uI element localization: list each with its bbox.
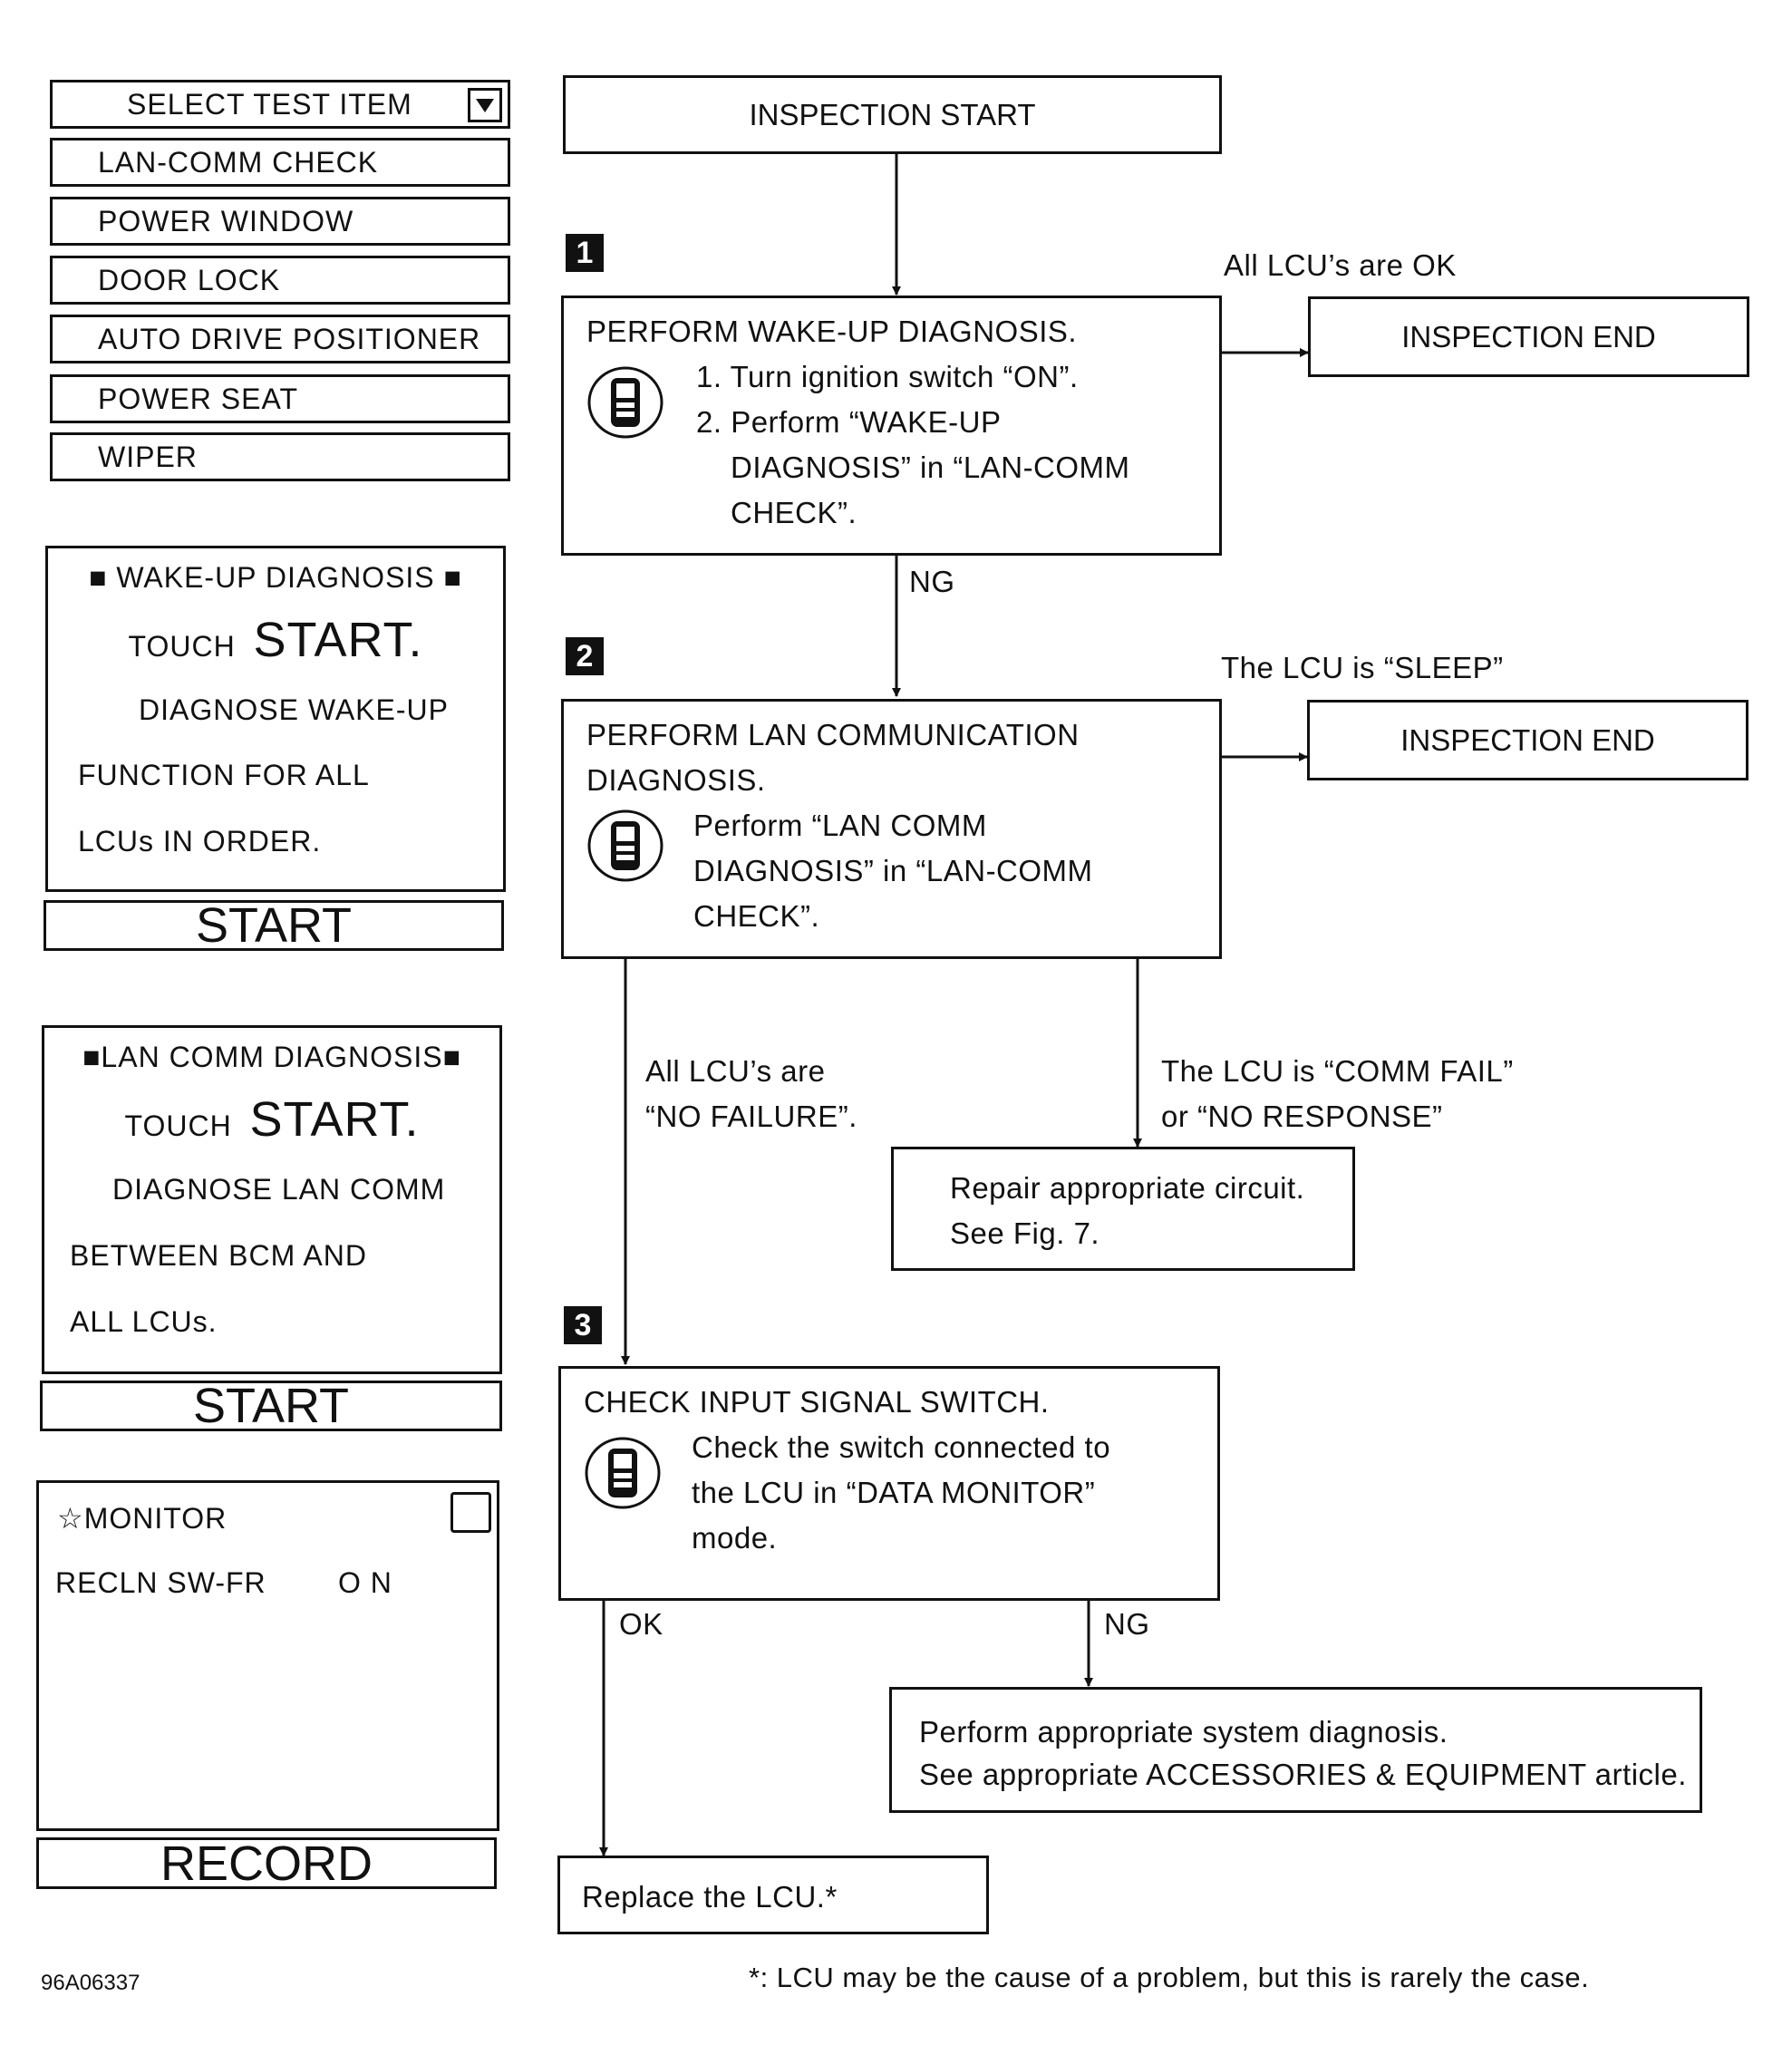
no-failure-label-line-2: “NO FAILURE”.	[645, 1100, 857, 1133]
lan-screen-header: ■LAN COMM DIAGNOSIS■	[82, 1041, 461, 1073]
lan-start-button[interactable]: START	[40, 1379, 502, 1433]
inspection-start-box: INSPECTION START	[563, 75, 1222, 154]
select-test-item-header[interactable]: SELECT TEST ITEM	[50, 80, 510, 129]
menu-item-wiper[interactable]: WIPER	[50, 432, 510, 481]
wakeup-start-button[interactable]: START	[44, 898, 504, 953]
step-number-1: 1	[566, 234, 604, 272]
inspection-end-box-1: INSPECTION END	[1308, 296, 1749, 377]
perform-line-2: See appropriate ACCESSORIES & EQUIPMENT …	[919, 1758, 1687, 1791]
monitor-checkbox[interactable]	[450, 1492, 491, 1533]
monitor-header: ☆MONITOR	[57, 1502, 228, 1535]
perform-system-diagnosis-box: Perform appropriate system diagnosis. Se…	[889, 1687, 1702, 1813]
step2-lan-comm-diagnosis-box: PERFORM LAN COMMUNICATION DIAGNOSIS. Per…	[561, 699, 1222, 959]
consult-tester-icon	[587, 366, 664, 439]
wakeup-touch-start: TOUCH START.	[128, 613, 423, 667]
lcu-sleep-label: The LCU is “SLEEP”	[1221, 651, 1504, 684]
replace-lcu-text: Replace the LCU.*	[582, 1880, 838, 1914]
monitor-row-value: O N	[338, 1566, 392, 1599]
wakeup-diagnosis-screen: ■ WAKE-UP DIAGNOSIS ■ TOUCH START. DIAGN…	[45, 546, 506, 892]
menu-item-power-window[interactable]: POWER WINDOW	[50, 197, 510, 246]
step2-line-5: CHECK”.	[693, 899, 820, 933]
consult-tester-icon	[585, 1437, 661, 1509]
perform-line-1: Perform appropriate system diagnosis.	[919, 1715, 1448, 1749]
monitor-row-label: RECLN SW-FR	[55, 1566, 266, 1599]
consult-tester-icon	[587, 809, 664, 882]
repair-circuit-box: Repair appropriate circuit. See Fig. 7.	[891, 1147, 1355, 1271]
menu-item-auto-drive-positioner[interactable]: AUTO DRIVE POSITIONER	[50, 315, 510, 363]
comm-fail-label-line-2: or “NO RESPONSE”	[1161, 1100, 1443, 1133]
wakeup-line-1: DIAGNOSE WAKE-UP	[139, 693, 449, 726]
step1-line-2: 1. Turn ignition switch “ON”.	[696, 360, 1079, 393]
step3-check-input-switch-box: CHECK INPUT SIGNAL SWITCH. Check the swi…	[558, 1366, 1220, 1601]
menu-item-door-lock[interactable]: DOOR LOCK	[50, 256, 510, 305]
all-lcus-ok-label: All LCU’s are OK	[1224, 248, 1457, 282]
select-test-item-label: SELECT TEST ITEM	[127, 87, 412, 121]
ok-label-3: OK	[619, 1607, 664, 1641]
repair-line-2: See Fig. 7.	[950, 1216, 1100, 1250]
ng-label-1: NG	[909, 565, 955, 598]
lan-comm-diagnosis-screen: ■LAN COMM DIAGNOSIS■ TOUCH START. DIAGNO…	[42, 1025, 502, 1374]
step1-line-3: 2. Perform “WAKE-UP	[696, 405, 1002, 439]
step-number-3: 3	[564, 1306, 602, 1344]
menu-item-lan-comm-check[interactable]: LAN-COMM CHECK	[50, 138, 510, 187]
comm-fail-label-line-1: The LCU is “COMM FAIL”	[1161, 1054, 1514, 1088]
step2-line-3: Perform “LAN COMM	[693, 809, 987, 842]
step3-line-4: mode.	[692, 1521, 778, 1555]
step2-line-2: DIAGNOSIS.	[586, 763, 766, 797]
wakeup-line-3: LCUs IN ORDER.	[78, 825, 322, 858]
no-failure-label-line-1: All LCU’s are	[645, 1054, 826, 1088]
step1-line-5: CHECK”.	[731, 496, 857, 529]
wakeup-line-2: FUNCTION FOR ALL	[78, 759, 370, 791]
lan-touch-start: TOUCH START.	[124, 1092, 420, 1147]
step3-line-3: the LCU in “DATA MONITOR”	[692, 1476, 1096, 1509]
dropdown-arrow-icon[interactable]	[468, 88, 502, 122]
step1-line-4: DIAGNOSIS” in “LAN-COMM	[731, 451, 1130, 484]
step-number-2: 2	[566, 637, 604, 675]
figure-id: 96A06337	[41, 1971, 140, 1995]
ng-label-3: NG	[1104, 1607, 1150, 1641]
wakeup-screen-header: ■ WAKE-UP DIAGNOSIS ■	[89, 561, 462, 594]
step1-title: PERFORM WAKE-UP DIAGNOSIS.	[586, 315, 1078, 348]
menu-item-power-seat[interactable]: POWER SEAT	[50, 374, 510, 423]
step1-wakeup-diagnosis-box: PERFORM WAKE-UP DIAGNOSIS. 1. Turn ignit…	[561, 296, 1222, 556]
step2-title: PERFORM LAN COMMUNICATION	[586, 718, 1080, 751]
lan-line-1: DIAGNOSE LAN COMM	[112, 1173, 446, 1206]
repair-line-1: Repair appropriate circuit.	[950, 1171, 1305, 1205]
step3-title: CHECK INPUT SIGNAL SWITCH.	[584, 1385, 1050, 1419]
lan-line-3: ALL LCUs.	[70, 1305, 218, 1338]
monitor-screen: ☆MONITOR RECLN SW-FR O N	[36, 1480, 499, 1831]
step2-line-4: DIAGNOSIS” in “LAN-COMM	[693, 854, 1093, 887]
lan-line-2: BETWEEN BCM AND	[70, 1239, 367, 1272]
record-button[interactable]: RECORD	[36, 1836, 497, 1891]
step3-line-2: Check the switch connected to	[692, 1430, 1111, 1464]
replace-lcu-box: Replace the LCU.*	[557, 1856, 989, 1934]
footnote: *: LCU may be the cause of a problem, bu…	[749, 1962, 1590, 1993]
inspection-end-box-2: INSPECTION END	[1307, 700, 1748, 780]
